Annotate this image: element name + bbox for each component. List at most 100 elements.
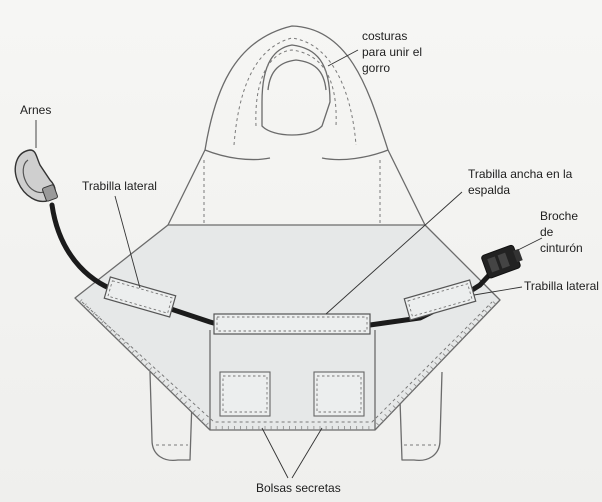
hem-tick — [434, 361, 438, 366]
label-costuras-line3: gorro — [362, 61, 390, 75]
hem-tick — [140, 358, 144, 363]
label-trabilla-lateral-left: Trabilla lateral — [82, 179, 157, 193]
hem-tick — [446, 348, 451, 353]
shoulder-line-right — [321, 149, 389, 161]
pocket-right — [313, 371, 365, 417]
hem-tick — [135, 354, 140, 358]
hem-tick — [174, 392, 179, 397]
hem-tick — [122, 341, 126, 346]
shoulder-line-left — [204, 149, 271, 161]
hem-tick — [96, 316, 100, 320]
label-arnes: Arnes — [20, 103, 51, 117]
hem-tick — [392, 405, 397, 409]
garment-figure — [149, 25, 443, 462]
hem-tick — [166, 384, 170, 388]
label-trabilla-ancha-line2: espalda — [468, 183, 510, 197]
hem-tick — [442, 353, 447, 357]
hem-tick — [463, 331, 467, 335]
leader-lines — [35, 49, 543, 479]
carabiner-icon — [14, 149, 58, 202]
label-bolsas-secretas: Bolsas secretas — [256, 481, 341, 495]
label-broche-line2: de — [540, 225, 554, 239]
hood-outline — [204, 25, 389, 151]
hem-tick — [118, 337, 122, 341]
hem-tick — [179, 397, 183, 401]
hem-tick — [83, 303, 87, 307]
belt-buckle-icon — [481, 244, 523, 279]
hem-tick — [153, 371, 157, 375]
label-costuras-line2: para unir el — [362, 45, 422, 59]
hem-tick — [113, 333, 118, 337]
hem-tick — [417, 379, 422, 383]
hem-tick — [396, 400, 401, 405]
hem-tick — [376, 422, 380, 426]
hem-tick — [413, 383, 417, 387]
cape-hem-seam — [81, 301, 493, 423]
hem-tick — [105, 324, 109, 329]
hem-tick — [92, 311, 96, 316]
hem-tick — [109, 328, 113, 333]
hem-tick — [421, 374, 426, 379]
leader-trabilla-ancha — [325, 191, 463, 315]
pocket-right-stitching — [316, 375, 362, 413]
secret-pockets — [219, 371, 365, 417]
hem-tick — [87, 307, 92, 312]
hem-tick — [488, 305, 492, 309]
hem-tick — [192, 409, 196, 414]
pocket-left-stitching — [222, 375, 268, 413]
hem-tick — [426, 370, 430, 374]
hem-tick — [380, 418, 384, 422]
hood-inner-stitching — [255, 49, 337, 127]
hem-tick — [126, 345, 131, 350]
leader-bolsas-left — [261, 427, 289, 479]
hem-tick — [438, 357, 442, 361]
label-trabilla-lateral-right: Trabilla lateral — [524, 279, 599, 293]
hem-tick — [170, 388, 174, 392]
hem-tick — [187, 405, 192, 409]
hem-tick — [484, 309, 488, 314]
leader-bolsas-right — [291, 427, 323, 479]
leader-trabilla-lateral-left — [114, 195, 141, 289]
leader-costuras — [327, 49, 359, 67]
hem-tick — [131, 350, 135, 354]
hem-tick — [201, 418, 205, 422]
back-wide-strap — [213, 313, 371, 335]
hem-tick — [388, 409, 392, 413]
side-strap-right — [403, 279, 477, 321]
hem-tick — [467, 327, 472, 331]
hood-face-opening — [261, 44, 331, 136]
cape-hem-ticks — [79, 299, 497, 430]
side-strap-left — [103, 276, 177, 318]
hem-tick — [100, 320, 105, 324]
leg-right — [399, 371, 443, 462]
hem-tick — [401, 396, 405, 400]
leg-left — [149, 371, 193, 462]
hood-seam-stitching — [233, 37, 357, 146]
hem-tick — [409, 387, 413, 392]
torso-outline — [167, 149, 426, 226]
hem-tick — [205, 422, 209, 427]
hem-tick — [148, 367, 153, 371]
label-broche-line1: Broche — [540, 209, 578, 223]
diagram-labels: costuras para unir el gorro Arnes Trabil… — [20, 29, 599, 495]
hem-tick — [455, 340, 459, 344]
hem-tick — [196, 414, 201, 418]
hem-tick — [492, 301, 497, 305]
label-trabilla-ancha-line1: Trabilla ancha en la — [468, 167, 573, 181]
hem-tick — [144, 362, 148, 367]
hem-tick — [157, 375, 161, 380]
hem-tick — [451, 344, 455, 348]
pocket-left — [219, 371, 271, 417]
face-outline — [267, 59, 327, 91]
hem-tick — [405, 392, 409, 396]
hem-tick — [161, 380, 166, 384]
hem-tick — [480, 314, 484, 318]
hem-tick — [430, 366, 434, 370]
hem-tick — [476, 318, 480, 322]
leader-trabilla-lateral-right — [473, 286, 523, 296]
leader-broche — [513, 237, 543, 253]
label-broche-line3: cinturón — [540, 241, 583, 255]
hem-tick — [183, 401, 187, 405]
